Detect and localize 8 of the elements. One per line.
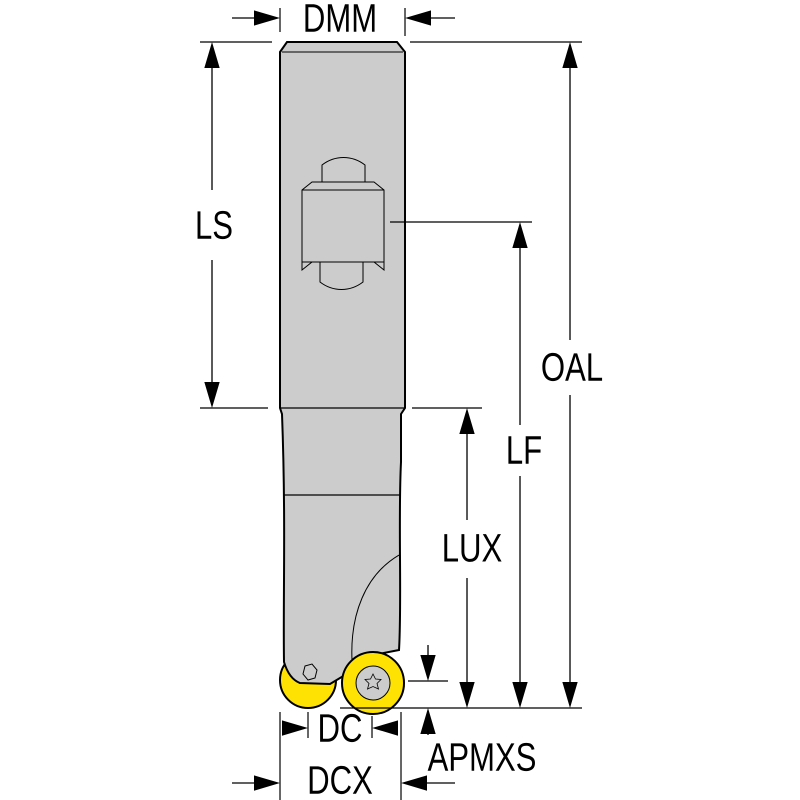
dimension-label: LF — [508, 436, 541, 464]
dimension-label: LUX — [444, 534, 502, 562]
dimension-label: DC — [320, 714, 362, 742]
dimension-label: APMXS — [428, 742, 535, 772]
dimension-label: LS — [198, 210, 232, 240]
dimension-label: OAL — [542, 352, 602, 382]
dimension-label: DCX — [310, 766, 372, 794]
dimension-label: DMM — [305, 4, 375, 32]
